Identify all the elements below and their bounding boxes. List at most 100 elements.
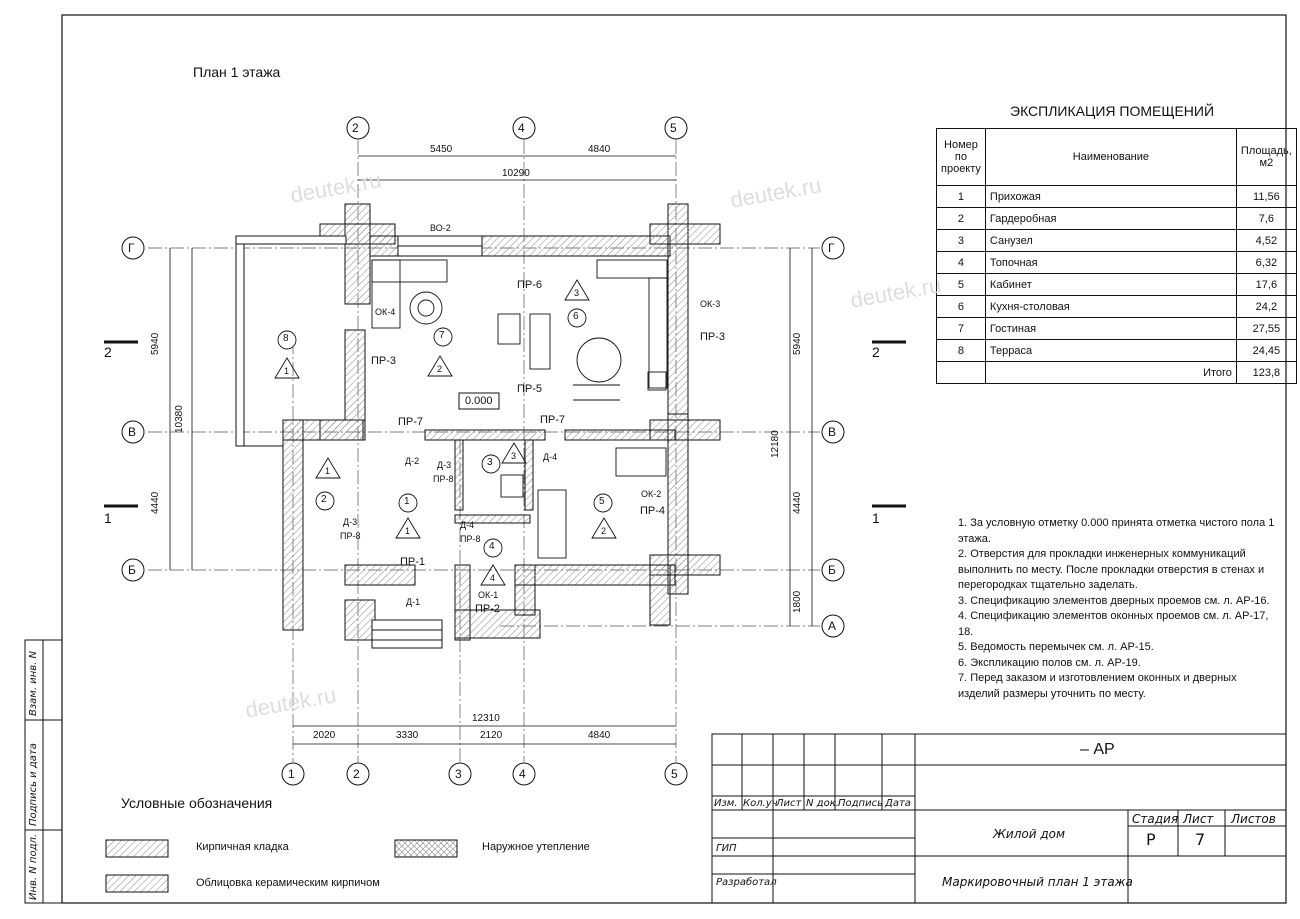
explication-table: Номер по проекту Наименование Площадь, м… — [936, 128, 1297, 384]
floor-mark-office: 2 — [601, 526, 607, 536]
label-d4-a: Д-4 — [543, 452, 558, 462]
axis-label-left-b: Б — [128, 563, 136, 577]
stamp-developed: Разработал — [716, 877, 777, 888]
room-number-6: 6 — [573, 311, 579, 322]
stamp-sheets-label: Листов — [1231, 812, 1276, 826]
axis-bubbles — [121, 116, 845, 786]
legend-insulation-label: Наружное утепление — [482, 841, 590, 853]
stamp-header-data: Дата — [885, 798, 911, 809]
label-pr3-right: ПР-3 — [700, 331, 726, 343]
label-ok3: ОК-3 — [700, 299, 721, 309]
axis-label-right-b: Б — [828, 563, 836, 577]
label-pr4: ПР-4 — [640, 505, 666, 517]
label-pr5: ПР-5 — [517, 383, 543, 395]
stamp-gip: ГИП — [716, 843, 737, 854]
label-pr8-c: ПР-8 — [460, 534, 481, 544]
header-area: Площадь, м2 — [1235, 128, 1297, 186]
dim-left-b: 4440 — [150, 491, 161, 514]
label-pr6: ПР-6 — [517, 279, 543, 291]
room-number-3: 3 — [487, 457, 493, 468]
dim-top-a: 5450 — [430, 144, 453, 155]
dim-bottom-c: 2120 — [480, 730, 503, 741]
label-pr8-a: ПР-8 — [433, 474, 454, 484]
axis-label-right-v: В — [828, 425, 837, 439]
axis-label-top-3: 5 — [670, 121, 677, 135]
section-marks — [104, 340, 906, 508]
note-1: 1. За условную отметку 0.000 принята отм… — [958, 517, 1275, 545]
axis-label-top-1: 2 — [352, 121, 359, 135]
stamp-sheet-title: Маркировочный план 1 этажа — [942, 875, 1133, 889]
room-number-2: 2 — [321, 494, 327, 505]
floor-mark-kitchen: 3 — [574, 288, 580, 298]
axis-label-left-g: Г — [128, 241, 135, 255]
room-number-1: 1 — [404, 496, 410, 507]
notes: 1. За условную отметку 0.000 принята отм… — [958, 516, 1278, 702]
floor-mark-bath: 3 — [511, 451, 517, 461]
note-2: 2. Отверстия для прокладки инженерных ко… — [958, 548, 1265, 591]
room-number-4: 4 — [489, 541, 495, 552]
label-pr8-b: ПР-8 — [340, 531, 361, 541]
section-mark-left-1: 1 — [104, 510, 112, 526]
sheet-frame — [61, 14, 1287, 904]
note-3: 3. Спецификацию элементов дверных проемо… — [958, 594, 1270, 607]
label-ok1: ОК-1 — [478, 590, 499, 600]
label-pr7-left: ПР-7 — [398, 416, 424, 428]
dim-bottom-b: 3330 — [396, 730, 419, 741]
dim-left-a: 5940 — [150, 332, 161, 355]
legend-swatch-brick — [105, 839, 169, 858]
note-5: 5. Ведомость перемычек см. л. АР-15. — [958, 641, 1154, 653]
axis-label-right-g: Г — [828, 241, 835, 255]
axis-label-left-v: В — [128, 425, 137, 439]
dim-bottom-total: 12310 — [472, 713, 500, 724]
stamp-header-list: Лист — [776, 798, 802, 809]
floor-mark-hall: 1 — [405, 526, 411, 536]
room-number-circles — [277, 308, 613, 558]
stamp-sheet: 7 — [1195, 830, 1206, 849]
note-4: 4. Спецификацию элементов оконных проемо… — [958, 610, 1269, 638]
label-d2: Д-2 — [405, 456, 420, 466]
dim-right-a: 5940 — [792, 332, 803, 355]
note-7: 7. Перед заказом и изготовлением оконных… — [958, 672, 1237, 700]
stamp-sheet-label: Лист — [1183, 812, 1214, 826]
section-mark-right-1: 1 — [872, 510, 880, 526]
axis-label-bottom-3: 3 — [455, 767, 462, 781]
section-mark-left-2: 2 — [104, 344, 112, 360]
label-pr7-right: ПР-7 — [540, 414, 566, 426]
stamp-header-izm: Изм. — [714, 798, 738, 809]
dim-bottom-a: 2020 — [313, 730, 336, 741]
legend-swatch-ceramic — [105, 874, 169, 893]
furniture — [371, 259, 668, 559]
label-pr1: ПР-1 — [400, 556, 426, 568]
axis-label-top-2: 4 — [518, 121, 525, 135]
room-number-5: 5 — [599, 496, 605, 507]
dim-top-total: 10290 — [502, 168, 530, 179]
floor-mark-wardrobe: 1 — [325, 466, 331, 476]
walls — [282, 203, 721, 641]
elevation-mark: 0.000 — [465, 395, 493, 407]
label-d3-b: Д-3 — [343, 517, 358, 527]
stamp-stage: Р — [1146, 830, 1156, 849]
label-vo2: ВО-2 — [430, 223, 451, 233]
dim-bottom-d: 4840 — [588, 730, 611, 741]
dimension-lines — [169, 155, 813, 745]
dim-top-b: 4840 — [588, 144, 611, 155]
axis-label-bottom-1: 1 — [288, 767, 295, 781]
floor-mark-terrace: 1 — [284, 366, 290, 376]
side-stamp-replace: Взам. инв. N — [28, 651, 39, 716]
dim-left-total: 10380 — [174, 405, 185, 433]
floor-mark-boiler: 4 — [490, 573, 496, 583]
dim-right-b: 4440 — [792, 491, 803, 514]
legend-title: Условные обозначения — [121, 795, 273, 811]
dim-right-total: 12180 — [770, 430, 781, 458]
room-number-8: 8 — [283, 333, 289, 344]
axis-label-bottom-2: 2 — [353, 767, 360, 781]
